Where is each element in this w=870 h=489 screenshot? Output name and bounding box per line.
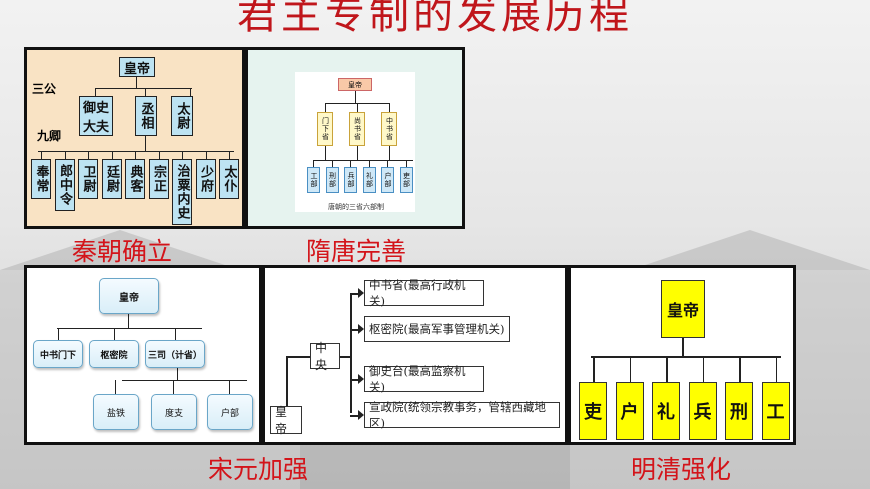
- ming-emperor-box: 皇帝: [661, 280, 705, 338]
- connector-line: [229, 151, 231, 159]
- arrow-icon: [358, 288, 364, 298]
- yuan-center-box: 中央: [310, 341, 340, 372]
- connector-line: [182, 151, 184, 159]
- tang-bu-box: 礼部: [362, 167, 376, 193]
- ming-bu-box: 兵: [688, 382, 717, 440]
- tang-bu-box: 户部: [381, 167, 394, 193]
- suitang-caption: 隋唐完善: [306, 237, 407, 266]
- connector-line: [173, 380, 174, 394]
- qin-jiuqing-box: 少府: [195, 159, 216, 199]
- song-level3-box: 度支: [151, 394, 197, 430]
- connector-line: [158, 151, 160, 159]
- tang-bu-box: 兵部: [344, 167, 357, 193]
- connector-line: [350, 379, 360, 381]
- song-level2-box: 三司（计省）: [145, 340, 205, 368]
- connector-line: [739, 356, 741, 382]
- qin-jiuqing-label: 九卿: [37, 129, 62, 143]
- song-emperor-box: 皇帝: [99, 278, 159, 314]
- connector-line: [111, 151, 113, 159]
- connector-line: [58, 328, 59, 340]
- connector-line: [135, 151, 137, 159]
- tang-sheng-box: 门下省: [317, 112, 333, 146]
- qin-caption: 秦朝确立: [72, 237, 173, 266]
- page-title: 君主专制的发展历程: [237, 0, 633, 38]
- connector-line: [350, 293, 360, 295]
- qin-jiuqing-box: 卫尉: [78, 159, 98, 199]
- connector-line: [313, 160, 314, 167]
- yuan-organ-box: 中书省(最高行政机关): [364, 278, 484, 308]
- connector-line: [175, 328, 176, 340]
- qin-jiuqing-box: 宗正: [148, 159, 169, 199]
- arrow-icon: [358, 410, 364, 420]
- ming-bu-box: 户: [615, 382, 644, 440]
- tang-footer: 唐朝的三省六部制: [328, 203, 384, 211]
- connector-line: [387, 160, 388, 167]
- song-level2-box: 枢密院: [89, 340, 139, 368]
- yuan-organ-box: 宣政院(统领宗教事务，管辖西藏地区): [364, 400, 560, 430]
- tang-sheng-box: 中书省: [381, 112, 397, 146]
- yuan-panel: 皇帝 中央 中书省(最高行政机关) 枢密院(最高军事管理机关) 御史台(最高监察机关…: [262, 265, 568, 445]
- song-level3-box: 盐铁: [93, 394, 139, 430]
- tang-bu-box: 工部: [307, 167, 320, 193]
- qin-emperor-box: 皇帝: [119, 57, 155, 77]
- song-caption: 宋元加强: [208, 455, 309, 484]
- qin-jiuqing-box: 太仆: [219, 159, 239, 199]
- ming-bu-box: 刑: [725, 382, 753, 440]
- qin-sangong-box: 御史大夫: [79, 96, 113, 136]
- song-panel: 皇帝 中书门下枢密院三司（计省）盐铁度支户部: [24, 265, 262, 445]
- connector-line: [350, 329, 360, 331]
- connector-line: [88, 151, 90, 159]
- connector-line: [593, 356, 595, 382]
- tang-bu-box: 吏部: [399, 167, 413, 193]
- connector-line: [325, 103, 326, 112]
- connector-line: [702, 356, 704, 382]
- connector-line: [357, 103, 358, 112]
- connector-line: [350, 160, 351, 167]
- connector-line: [405, 160, 407, 167]
- connector-line: [389, 103, 390, 112]
- ming-caption: 明清强化: [631, 455, 732, 484]
- connector-line: [357, 146, 358, 160]
- ming-bu-box: 礼: [652, 382, 680, 440]
- connector-line: [114, 328, 115, 340]
- arrow-icon: [358, 324, 364, 334]
- connector-line: [64, 151, 66, 159]
- qin-jiuqing-box: 治粟内史: [172, 159, 192, 225]
- qin-sangong-label: 三公: [32, 82, 57, 96]
- suitang-panel: 皇帝 唐朝的三省六部制 门下省尚书省中书省工部刑部兵部礼部户部吏部: [245, 47, 465, 229]
- qin-jiuqing-box: 郎中令: [54, 159, 75, 211]
- ming-panel: 皇帝 吏户礼兵刑工: [568, 265, 796, 445]
- tang-sheng-box: 尚书省: [349, 112, 365, 146]
- qin-panel: 皇帝 三公 九卿 御史大夫 丞相 太尉 奉常郎中令卫尉廷尉典客宗正治粟内史少府太…: [24, 47, 245, 229]
- connector-line: [629, 356, 631, 382]
- ming-bu-box: 吏: [579, 382, 607, 440]
- connector-line: [389, 146, 390, 160]
- ming-bu-box: 工: [761, 382, 790, 440]
- qin-jiuqing-box: 典客: [125, 159, 145, 199]
- arrow-icon: [358, 374, 364, 384]
- qin-jiuqing-box: 廷尉: [101, 159, 122, 199]
- connector-line: [229, 380, 230, 394]
- connector-line: [775, 356, 777, 382]
- connector-line: [331, 160, 333, 167]
- qin-sangong-box: 太尉: [171, 96, 193, 136]
- tang-emperor-box: 皇帝: [338, 78, 372, 91]
- qin-jiuqing-box: 奉常: [31, 159, 51, 199]
- qin-sangong-box: 丞相: [135, 96, 157, 136]
- connector-line: [350, 415, 360, 417]
- yuan-emperor-box: 皇帝: [270, 405, 302, 436]
- connector-line: [666, 356, 668, 382]
- yuan-organ-box: 枢密院(最高军事管理机关): [364, 316, 510, 342]
- yuan-organ-box: 御史台(最高监察机关): [364, 364, 484, 394]
- connector-line: [115, 380, 116, 394]
- song-level2-box: 中书门下: [33, 340, 83, 368]
- connector-line: [41, 151, 43, 159]
- tang-bu-box: 刑部: [325, 167, 339, 193]
- song-level3-box: 户部: [207, 394, 253, 430]
- connector-line: [368, 160, 370, 167]
- connector-line: [325, 146, 326, 160]
- connector-line: [205, 151, 207, 159]
